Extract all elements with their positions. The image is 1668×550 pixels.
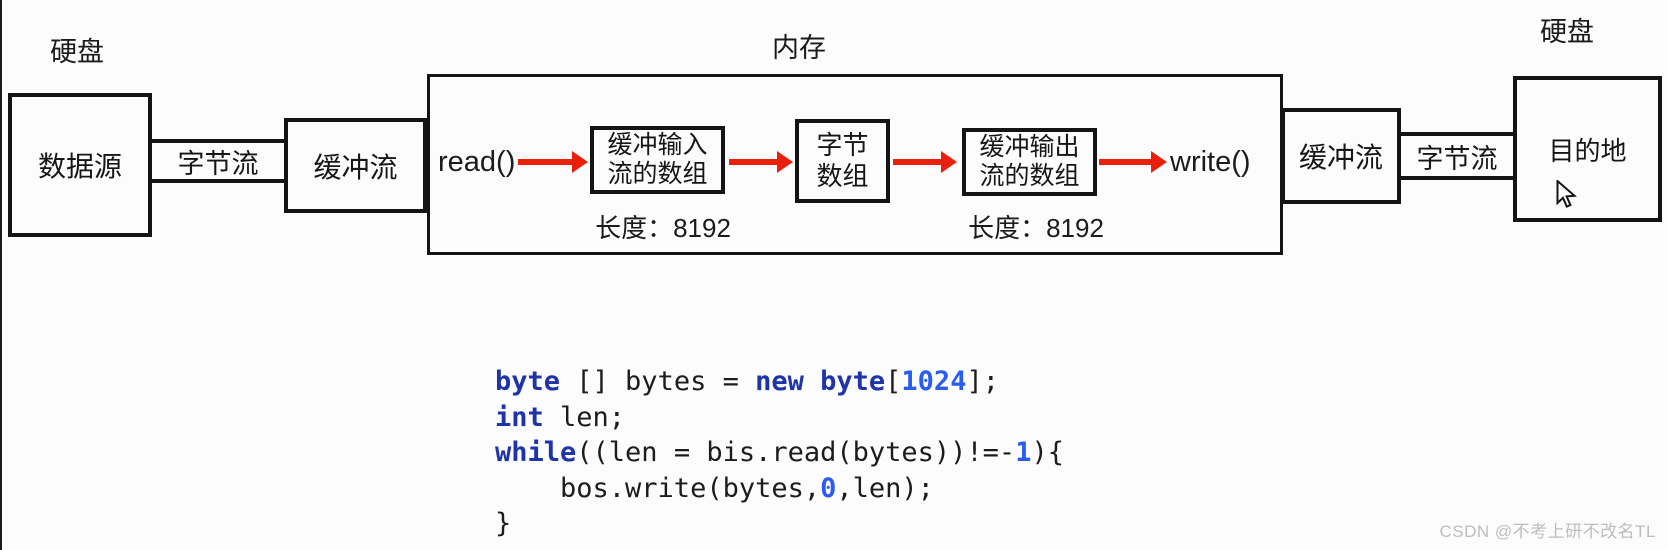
byte-array-line1: 字节 xyxy=(816,130,869,160)
source-label: 数据源 xyxy=(37,151,122,182)
arrow-head-icon xyxy=(572,151,588,173)
code-token: bos.write(bytes, xyxy=(495,472,821,504)
csdn-watermark: CSDN @不考上研不改名TL xyxy=(1439,522,1656,541)
byte-stream-right-label: 字节流 xyxy=(1416,143,1498,174)
buffer-stream-left-label: 缓冲流 xyxy=(313,151,398,183)
code-token: 1 xyxy=(1015,437,1032,468)
buffer-output-array-box: 缓冲输出 流的数组 xyxy=(962,128,1097,196)
code-line: } xyxy=(495,506,1064,542)
code-token: len; xyxy=(543,401,626,433)
byte-array-box: 字节 数组 xyxy=(795,119,890,203)
code-line: while((len = bis.read(bytes))!=-1){ xyxy=(495,435,1064,471)
buffer-input-length-label: 长度：8192 xyxy=(595,213,731,243)
byte-array-line2: 数组 xyxy=(816,161,869,191)
buffer-stream-right-label: 缓冲流 xyxy=(1298,142,1383,173)
byte-stream-left-label: 字节流 xyxy=(177,148,259,179)
code-token: [] bytes = xyxy=(560,366,756,397)
buffer-stream-box-left: 缓冲流 xyxy=(284,118,427,213)
disk-label-left: 硬盘 xyxy=(50,37,104,67)
disk-label-right: 硬盘 xyxy=(1540,17,1594,47)
destination-box: 目的地 xyxy=(1513,76,1662,222)
code-line: int len; xyxy=(495,400,1064,436)
destination-label: 目的地 xyxy=(1548,135,1627,166)
buffer-output-array-line1: 缓冲输出 xyxy=(979,133,1080,161)
mouse-pointer-icon xyxy=(1556,178,1578,215)
arrow-shaft xyxy=(518,159,573,165)
code-line: bos.write(bytes,0,len); xyxy=(495,471,1064,507)
buffer-output-array-line2: 流的数组 xyxy=(979,162,1080,190)
code-token: ){ xyxy=(1031,437,1064,468)
arrow-shaft xyxy=(893,159,942,165)
source-box: 数据源 xyxy=(8,93,152,237)
code-token: ]; xyxy=(966,366,999,397)
slide-left-border xyxy=(0,0,2,550)
arrow-shaft xyxy=(1099,159,1152,165)
code-token: ((len = bis.read(bytes))!=- xyxy=(576,437,1016,468)
code-token: while xyxy=(495,437,577,468)
code-token: ,len); xyxy=(836,472,934,504)
code-line: byte [] bytes = new byte[1024]; xyxy=(495,364,1064,400)
code-token: 1024 xyxy=(901,366,967,397)
arrow-shaft xyxy=(729,159,778,165)
buffer-input-array-box: 缓冲输入 流的数组 xyxy=(590,126,725,194)
code-token: byte xyxy=(495,366,561,397)
arrow-head-icon xyxy=(941,151,957,173)
byte-stream-connector-right: 字节流 xyxy=(1401,132,1513,180)
write-call-label: write() xyxy=(1170,146,1251,178)
code-token: 0 xyxy=(820,472,837,504)
memory-label: 内存 xyxy=(772,33,826,63)
read-call-label: read() xyxy=(438,146,516,178)
code-token: int xyxy=(495,401,544,433)
buffer-output-length-label: 长度：8192 xyxy=(968,213,1104,243)
code-block: byte [] bytes = new byte[1024]; int len;… xyxy=(495,364,1064,542)
buffer-stream-box-right: 缓冲流 xyxy=(1281,108,1401,204)
code-token: [ xyxy=(885,366,902,397)
code-token: new byte xyxy=(755,366,886,397)
buffer-input-array-line2: 流的数组 xyxy=(607,160,708,188)
buffer-input-array-line1: 缓冲输入 xyxy=(607,131,708,159)
arrow-head-icon xyxy=(1151,151,1167,173)
code-token: } xyxy=(495,508,512,539)
arrow-head-icon xyxy=(777,151,793,173)
byte-stream-connector-left: 字节流 xyxy=(152,139,284,183)
